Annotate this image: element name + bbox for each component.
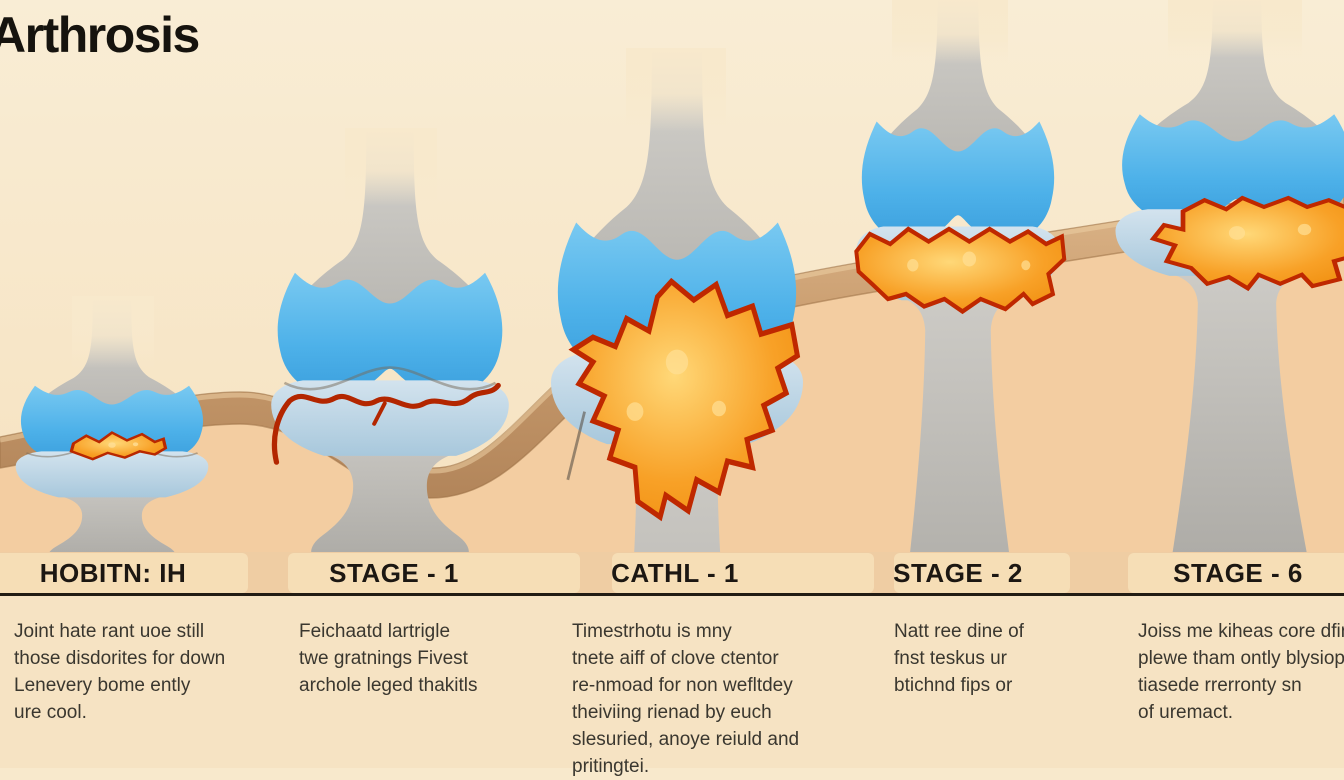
stage-label-2: STAGE - 1	[264, 558, 524, 594]
stage-label-3: CATHL - 1	[545, 558, 805, 594]
stage-label-5: STAGE - 6	[1108, 558, 1344, 594]
stage-description-5: Joiss me kiheas core dfind plewe tham on…	[1138, 618, 1344, 726]
shaft-fade	[892, 0, 1008, 64]
shaft-fade	[1168, 0, 1302, 58]
page-title: Arthrosis	[0, 6, 199, 64]
stage-description-1: Joint hate rant uoe still those disdorit…	[14, 618, 269, 726]
shaft-fade	[345, 128, 437, 206]
stage-description-4: Natt ree dine of fnst teskus ur btichnd …	[894, 618, 1139, 699]
stage-description-3: Timestrhotu is mny tnete aiff of clove c…	[572, 618, 840, 780]
stage-label-4: STAGE - 2	[828, 558, 1088, 594]
shaft-fade	[626, 48, 726, 132]
inflammation-band	[856, 229, 1064, 312]
stage-description-2: Feichaatd lartrigle twe gratnings Fivest…	[299, 618, 554, 699]
stage-label-1: HOBITN: IH	[0, 558, 243, 594]
shaft-fade	[72, 296, 154, 368]
